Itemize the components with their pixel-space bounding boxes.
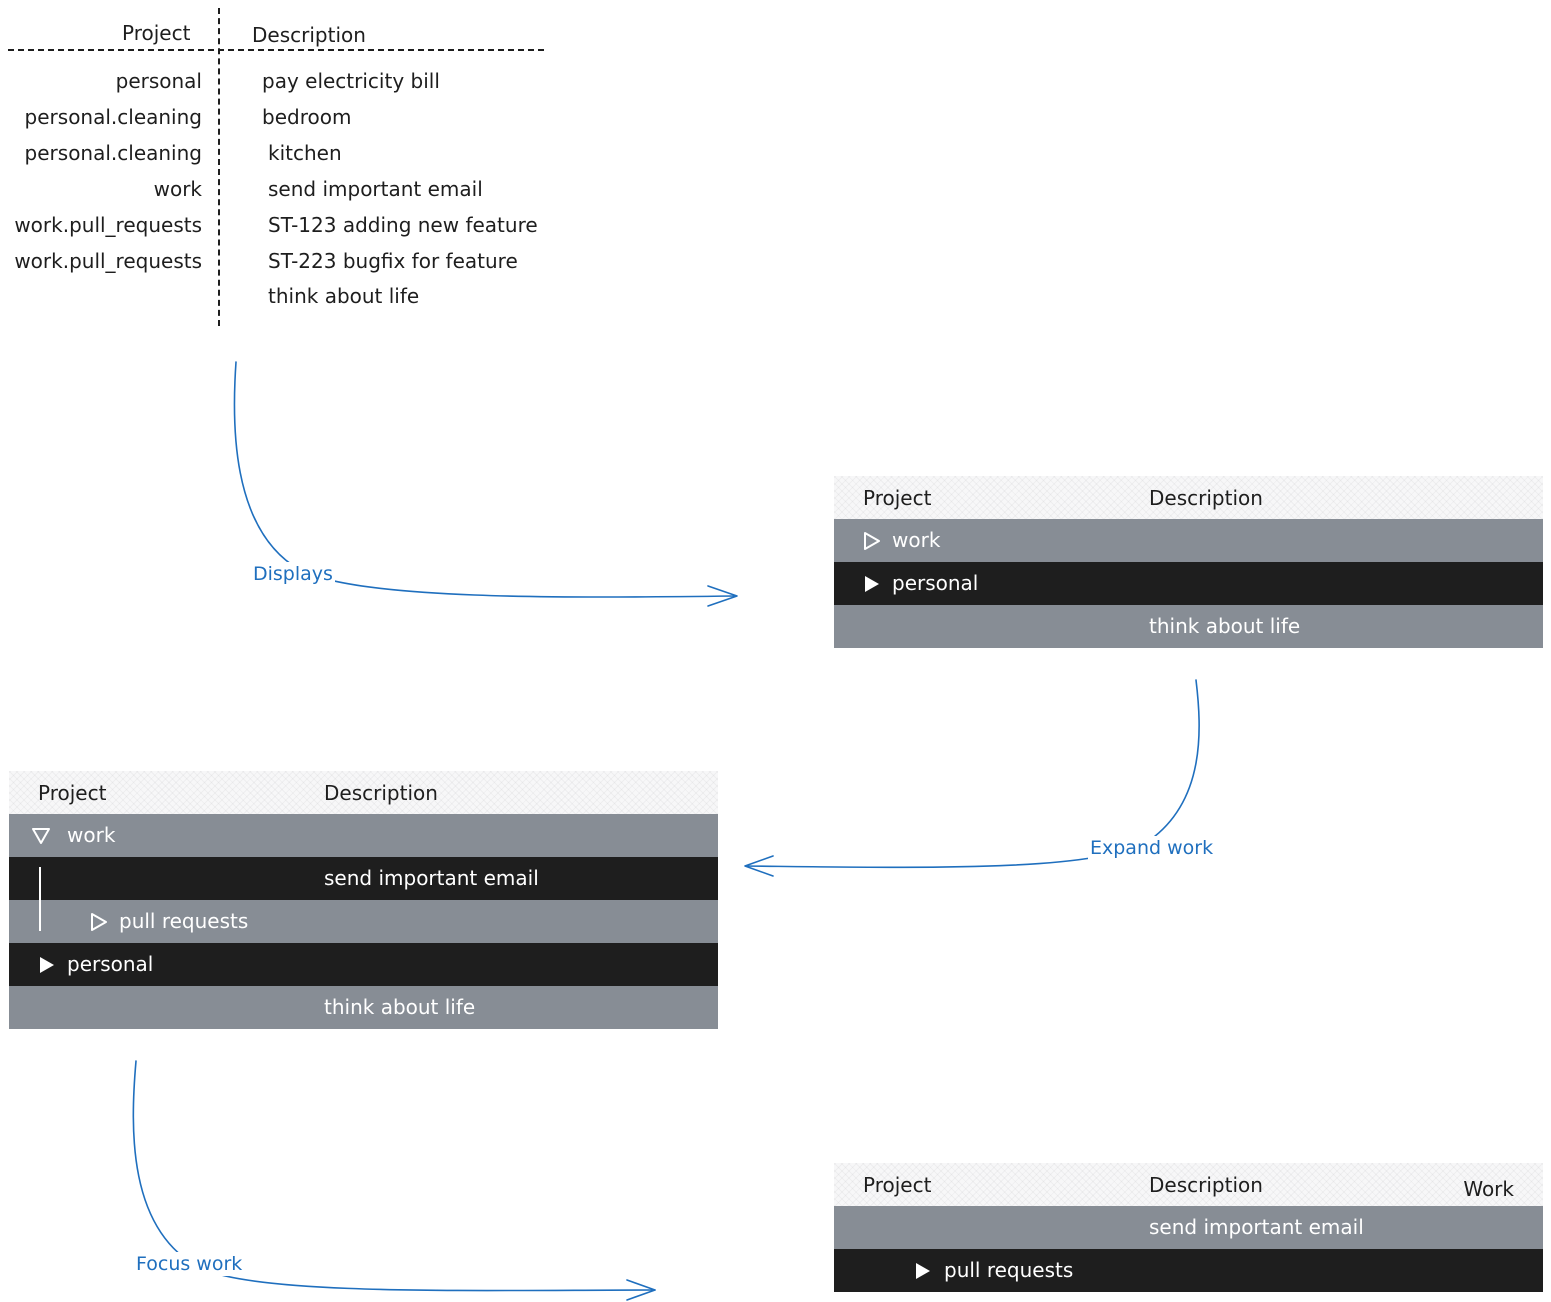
collapsed-outline-triangle-icon[interactable] [90, 913, 108, 931]
expanded-outline-triangle-icon[interactable] [32, 827, 50, 845]
raw-table-column-divider [218, 8, 220, 326]
tree-row-task[interactable]: send important email [9, 857, 718, 900]
column-header-project[interactable]: Project [863, 486, 932, 510]
raw-table-header-divider [8, 49, 544, 51]
displays-arrowhead [707, 585, 738, 607]
raw-table-project-cell: work [153, 177, 202, 201]
tree-row-project: work [892, 528, 941, 552]
tree-row-project: pull requests [944, 1258, 1074, 1282]
raw-table-description-cell: pay electricity bill [262, 69, 440, 93]
column-header-description[interactable]: Description [1149, 486, 1263, 510]
tree-row-pull-requests[interactable]: pull requests [834, 1249, 1543, 1292]
raw-table-description-cell: kitchen [268, 141, 342, 165]
tree-row-work[interactable]: work [834, 519, 1543, 562]
tree-guide-line [39, 900, 41, 931]
expand-work-arrow-label: Expand work [1088, 836, 1216, 860]
collapsed-filled-triangle-icon[interactable] [914, 1262, 932, 1280]
raw-table-project-cell: work.pull_requests [14, 249, 202, 273]
raw-table-project-cell: personal.cleaning [24, 105, 202, 129]
tree-panel-expanded: Project Description work send important … [9, 771, 718, 1029]
collapsed-filled-triangle-icon[interactable] [863, 575, 881, 593]
tree-row-pull-requests[interactable]: pull requests [9, 900, 718, 943]
column-header-description[interactable]: Description [324, 781, 438, 805]
panel-header: Project Description [9, 771, 718, 814]
raw-table-project-cell: work.pull_requests [14, 213, 202, 237]
tree-row-project: pull requests [119, 909, 249, 933]
raw-table-header-project: Project [122, 21, 191, 45]
raw-table-description-cell: ST-123 adding new feature [268, 213, 538, 237]
focus-work-arrow-label: Focus work [134, 1252, 245, 1276]
column-header-project[interactable]: Project [863, 1173, 932, 1197]
raw-table-description-cell: think about life [268, 284, 420, 308]
panel-header: Project Description [834, 476, 1543, 519]
focus-work-arrowhead [626, 1279, 656, 1301]
tree-row-work[interactable]: work [9, 814, 718, 857]
collapsed-outline-triangle-icon[interactable] [863, 532, 881, 550]
column-header-description[interactable]: Description [1149, 1173, 1263, 1197]
tree-row-personal[interactable]: personal [834, 562, 1543, 605]
raw-table-description-cell: ST-223 bugfix for feature [268, 249, 518, 273]
raw-table-project-cell: personal.cleaning [24, 141, 202, 165]
tree-row-task[interactable]: think about life [9, 986, 718, 1029]
raw-table-description-cell: bedroom [262, 105, 352, 129]
displays-arrow-label: Displays [251, 562, 335, 586]
tree-row-description: send important email [324, 866, 539, 890]
raw-table-header-description: Description [252, 23, 366, 47]
tree-row-description: send important email [1149, 1215, 1364, 1239]
tree-panel-focused: Project Description Work send important … [834, 1163, 1543, 1292]
tree-row-task[interactable]: send important email [834, 1206, 1543, 1249]
tree-row-description: think about life [324, 995, 476, 1019]
raw-table-description-cell: send important email [268, 177, 483, 201]
raw-table-project-cell: personal [115, 69, 202, 93]
collapsed-filled-triangle-icon[interactable] [38, 956, 56, 974]
tree-row-personal[interactable]: personal [9, 943, 718, 986]
tree-row-description: think about life [1149, 614, 1301, 638]
tree-guide-line [39, 867, 41, 900]
tree-row-project: personal [67, 952, 154, 976]
tree-panel-collapsed: Project Description work personal think … [834, 476, 1543, 648]
tree-row-project: personal [892, 571, 979, 595]
panel-header: Project Description Work [834, 1163, 1543, 1206]
focus-scope-label: Work [1463, 1177, 1514, 1201]
tree-row-project: work [67, 823, 116, 847]
tree-row-task[interactable]: think about life [834, 605, 1543, 648]
column-header-project[interactable]: Project [38, 781, 107, 805]
expand-work-arrowhead [744, 855, 774, 877]
